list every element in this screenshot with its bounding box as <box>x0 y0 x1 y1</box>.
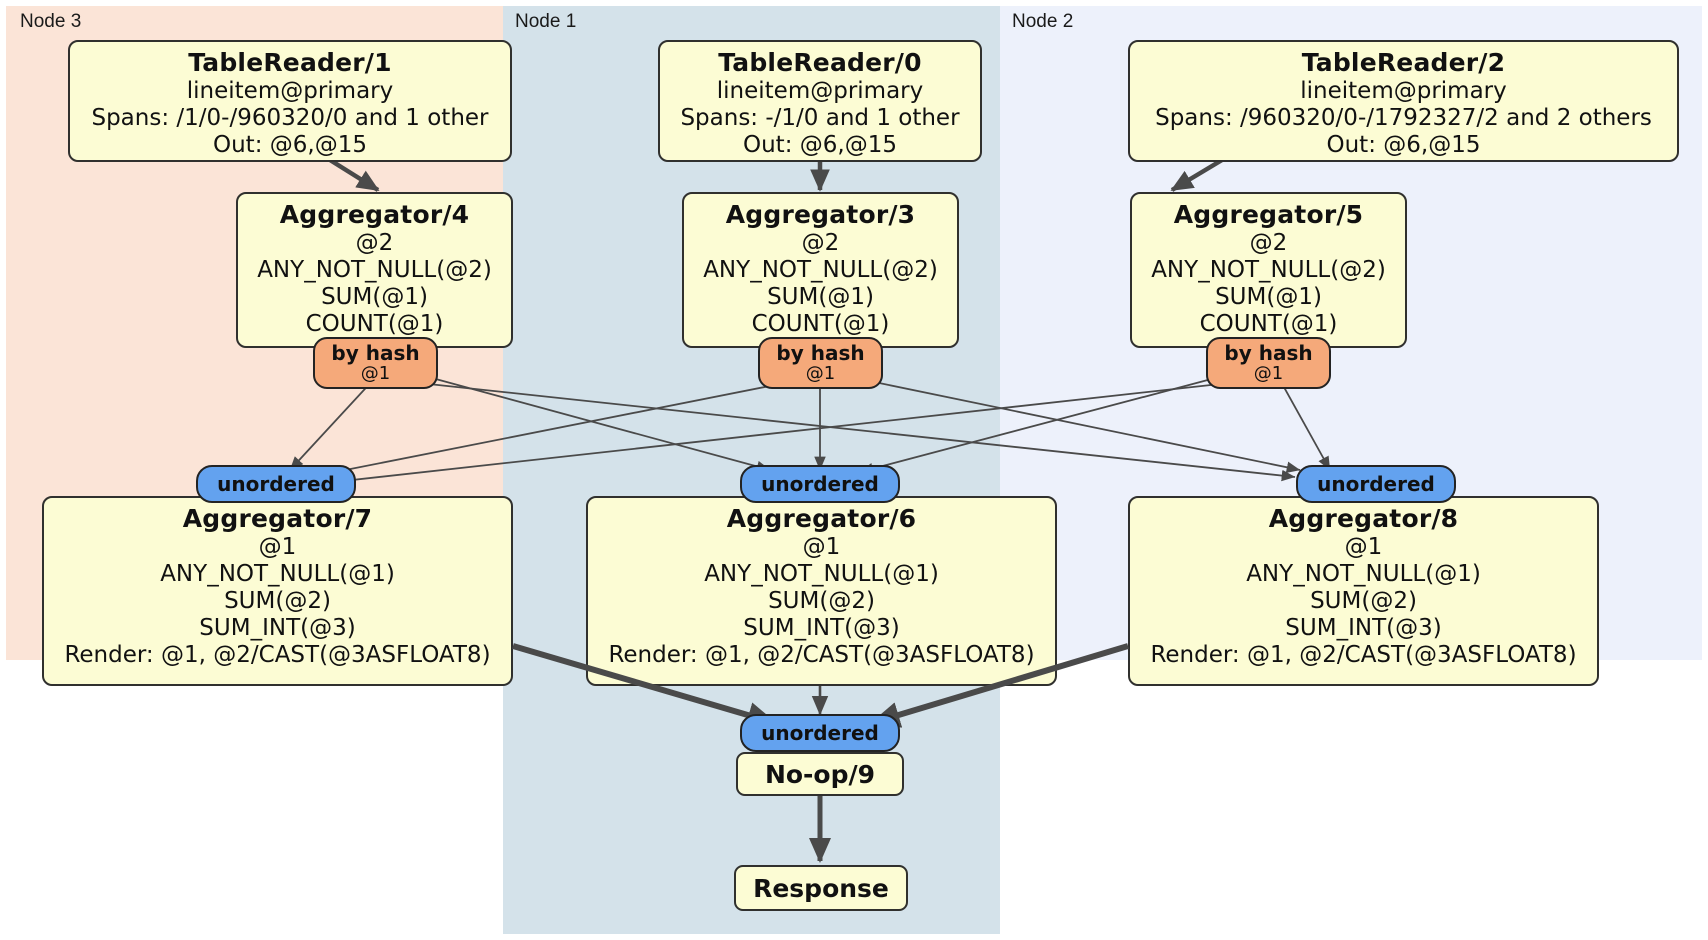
processor-tablereader-1[interactable]: TableReader/1 lineitem@primary Spans: /1… <box>68 40 512 162</box>
processor-line: COUNT(@1) <box>1199 310 1338 337</box>
router-sublabel: @1 <box>805 363 836 385</box>
router-label: by hash <box>776 340 865 365</box>
node-label-node3: Node 3 <box>20 11 82 32</box>
processor-line: ANY_NOT_NULL(@1) <box>704 560 939 587</box>
processor-line: @2 <box>801 229 840 256</box>
processor-line: Render: @1, @2/CAST(@3ASFLOAT8) <box>1150 642 1577 668</box>
processor-line: ANY_NOT_NULL(@1) <box>160 560 395 587</box>
collector-unordered-left[interactable]: unordered <box>196 465 356 503</box>
router-sublabel: @1 <box>1253 363 1284 385</box>
processor-line: SUM(@1) <box>321 283 428 310</box>
processor-line: COUNT(@1) <box>751 310 890 337</box>
processor-line: SUM_INT(@3) <box>743 614 900 641</box>
processor-aggregator-6[interactable]: Aggregator/6 @1 ANY_NOT_NULL(@1) SUM(@2)… <box>586 496 1057 686</box>
node-label-node2: Node 2 <box>1012 11 1074 32</box>
processor-line: @1 <box>258 533 297 560</box>
processor-tablereader-0[interactable]: TableReader/0 lineitem@primary Spans: -/… <box>658 40 982 162</box>
processor-line: lineitem@primary <box>716 77 924 104</box>
processor-line: Render: @1, @2/CAST(@3ASFLOAT8) <box>64 642 491 668</box>
processor-aggregator-3[interactable]: Aggregator/3 @2 ANY_NOT_NULL(@2) SUM(@1)… <box>682 192 959 348</box>
processor-line: lineitem@primary <box>186 77 394 104</box>
processor-line: ANY_NOT_NULL(@2) <box>1151 256 1386 283</box>
router-sublabel: @1 <box>360 363 391 385</box>
processor-line: Out: @6,@15 <box>1326 131 1481 158</box>
processor-line: lineitem@primary <box>1300 77 1507 104</box>
processor-line: @1 <box>1344 533 1383 560</box>
processor-no-op-9[interactable]: No-op/9 <box>736 752 904 796</box>
collector-label: unordered <box>1317 471 1435 496</box>
collector-label: unordered <box>761 471 879 496</box>
processor-response[interactable]: Response <box>734 865 908 911</box>
collector-label: unordered <box>217 471 335 496</box>
processor-line: Out: @6,@15 <box>213 131 367 158</box>
router-by-hash-left[interactable]: by hash @1 <box>313 337 438 389</box>
processor-line: SUM(@1) <box>767 283 874 310</box>
processor-line: Spans: /960320/0-/1792327/2 and 2 others <box>1155 104 1652 131</box>
processor-aggregator-4[interactable]: Aggregator/4 @2 ANY_NOT_NULL(@2) SUM(@1)… <box>236 192 513 348</box>
collector-label: unordered <box>761 720 879 745</box>
processor-line: Render: @1, @2/CAST(@3ASFLOAT8) <box>608 642 1035 668</box>
processor-title: TableReader/0 <box>718 48 922 77</box>
processor-title: Aggregator/5 <box>1173 200 1364 229</box>
processor-line: Spans: /1/0-/960320/0 and 1 other <box>91 104 489 131</box>
processor-title: Aggregator/7 <box>182 504 373 533</box>
processor-line: @1 <box>802 533 841 560</box>
processor-line: Out: @6,@15 <box>743 131 897 158</box>
processor-line: SUM(@2) <box>224 587 331 614</box>
processor-line: @2 <box>1249 229 1288 256</box>
processor-title: Aggregator/6 <box>726 504 917 533</box>
processor-aggregator-8[interactable]: Aggregator/8 @1 ANY_NOT_NULL(@1) SUM(@2)… <box>1128 496 1599 686</box>
collector-unordered-right[interactable]: unordered <box>1296 465 1456 503</box>
processor-aggregator-7[interactable]: Aggregator/7 @1 ANY_NOT_NULL(@1) SUM(@2)… <box>42 496 513 686</box>
processor-title: TableReader/1 <box>188 48 392 77</box>
processor-line: ANY_NOT_NULL(@2) <box>257 256 492 283</box>
processor-line: Spans: -/1/0 and 1 other <box>680 104 960 131</box>
processor-line: SUM_INT(@3) <box>1285 614 1442 641</box>
processor-tablereader-2[interactable]: TableReader/2 lineitem@primary Spans: /9… <box>1128 40 1679 162</box>
processor-line: SUM(@1) <box>1215 283 1322 310</box>
processor-line: @2 <box>355 229 394 256</box>
collector-unordered-center[interactable]: unordered <box>740 465 900 503</box>
processor-line: SUM_INT(@3) <box>199 614 356 641</box>
router-label: by hash <box>1224 340 1313 365</box>
processor-title: Aggregator/8 <box>1268 504 1459 533</box>
router-by-hash-center[interactable]: by hash @1 <box>758 337 883 389</box>
processor-line: ANY_NOT_NULL(@2) <box>703 256 938 283</box>
collector-unordered-final[interactable]: unordered <box>740 714 900 752</box>
processor-line: SUM(@2) <box>768 587 875 614</box>
processor-title: Aggregator/4 <box>279 200 470 229</box>
processor-line: ANY_NOT_NULL(@1) <box>1246 560 1481 587</box>
processor-title: TableReader/2 <box>1301 48 1506 77</box>
router-label: by hash <box>331 340 420 365</box>
processor-aggregator-5[interactable]: Aggregator/5 @2 ANY_NOT_NULL(@2) SUM(@1)… <box>1130 192 1407 348</box>
router-by-hash-right[interactable]: by hash @1 <box>1206 337 1331 389</box>
node-label-node1: Node 1 <box>515 11 577 32</box>
processor-line: COUNT(@1) <box>305 310 444 337</box>
processor-line: SUM(@2) <box>1310 587 1417 614</box>
processor-title: Aggregator/3 <box>725 200 916 229</box>
